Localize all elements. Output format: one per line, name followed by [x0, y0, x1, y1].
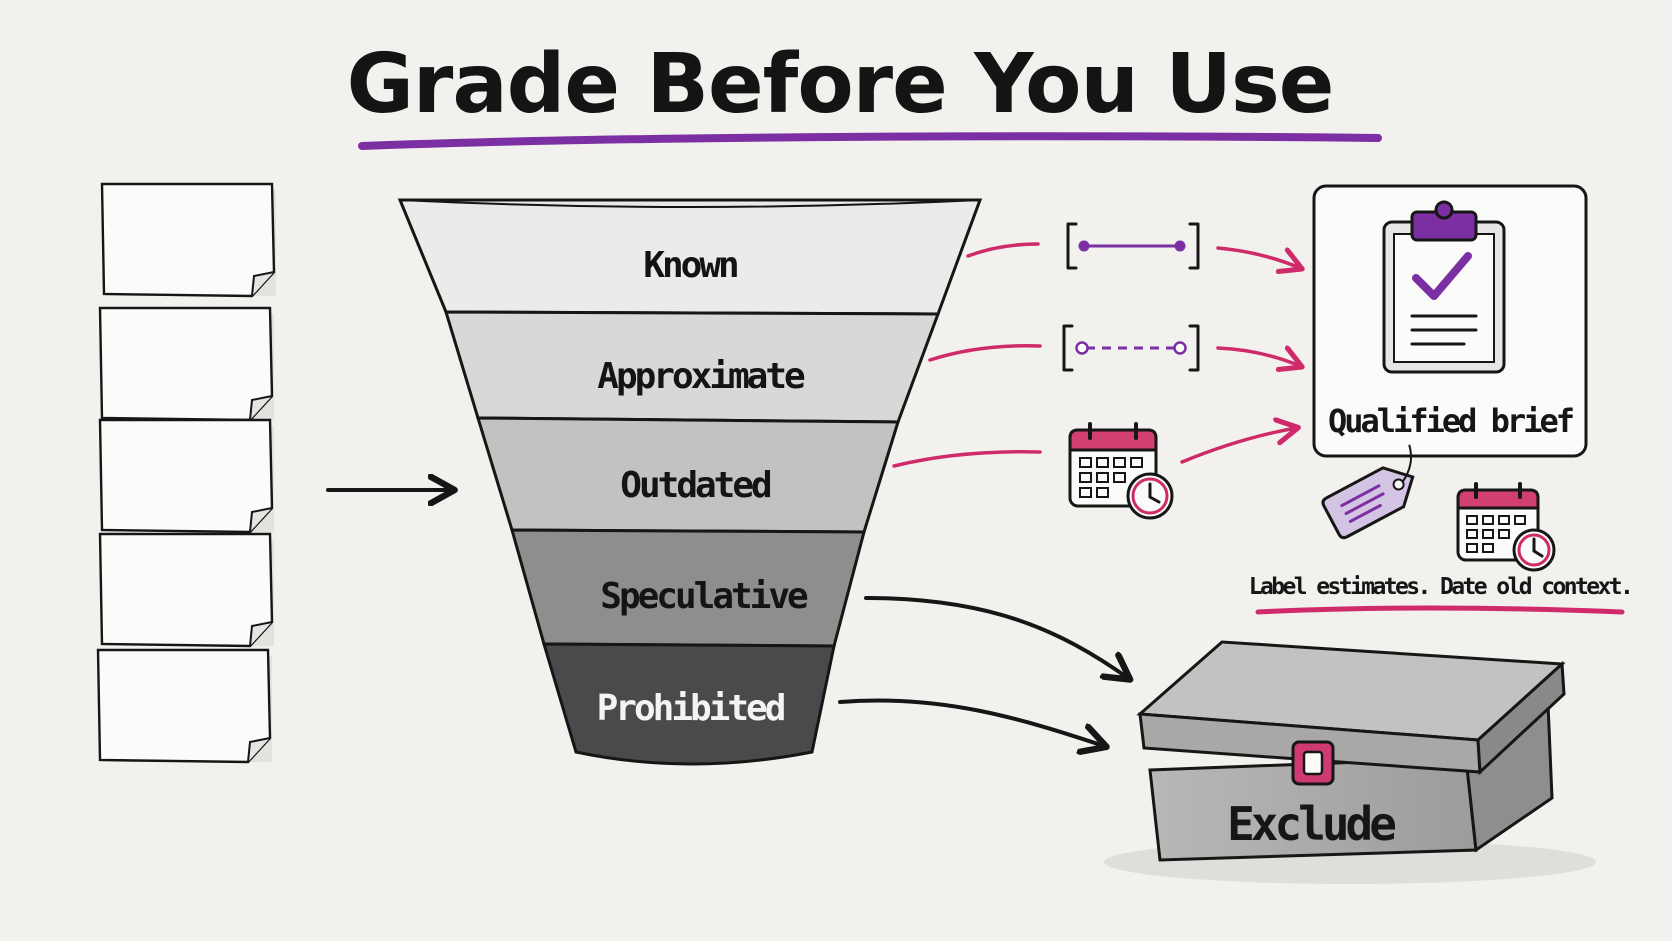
tier-label-speculative: Speculative	[600, 576, 808, 617]
qualified-brief-label: Qualified brief	[1328, 402, 1573, 440]
document-icon	[98, 532, 274, 648]
tier-label-prohibited: Prohibited	[597, 688, 785, 729]
title-underline	[358, 132, 1382, 150]
document-icon	[100, 182, 276, 298]
funnel-icon	[397, 198, 983, 766]
arrow-speculative-to-exclude	[864, 596, 1128, 678]
precise-range-icon	[1066, 222, 1200, 270]
calendar-clock-icon	[1068, 422, 1174, 520]
page-title: Grade Before You Use	[347, 37, 1334, 132]
calendar-clock-icon	[1456, 482, 1556, 572]
lock-icon	[1291, 740, 1335, 786]
document-icon	[98, 306, 274, 422]
document-icon	[96, 648, 272, 764]
tier-label-outdated: Outdated	[620, 465, 771, 506]
clipboard-check-icon	[1382, 200, 1506, 374]
document-icon	[98, 418, 274, 534]
approximate-range-icon	[1062, 324, 1200, 372]
input-documents	[96, 182, 276, 764]
guidance-note: Label estimates. Date old context.	[1249, 574, 1631, 600]
tier-connectors	[892, 242, 1300, 468]
tier-label-approximate: Approximate	[597, 356, 805, 397]
tier-label-known: Known	[643, 245, 737, 286]
note-underline	[1255, 605, 1625, 615]
storage-box-icon	[1104, 640, 1596, 884]
qualified-brief-card: Qualified brief	[1312, 184, 1588, 458]
arrow-prohibited-to-exclude	[838, 698, 1104, 746]
exclude-label: Exclude	[1227, 797, 1395, 851]
price-tag-icon	[1321, 444, 1415, 540]
funnel-tier-prohibited	[541, 642, 836, 766]
